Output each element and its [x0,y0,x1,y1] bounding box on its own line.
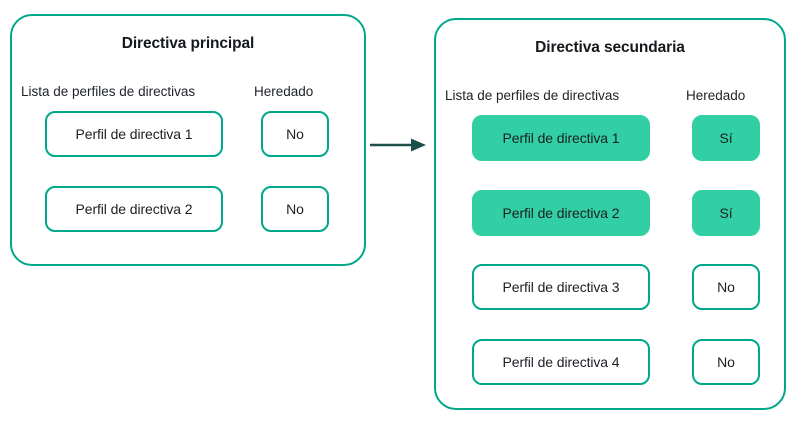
policy-profile-box[interactable]: Perfil de directiva 4 [472,339,650,385]
inheritance-arrow-icon [370,138,426,152]
table-row: Perfil de directiva 3 No [436,264,784,310]
column-header-profiles: Lista de perfiles de directivas [21,84,196,99]
column-header-inherited: Heredado [686,88,746,103]
policy-profile-box[interactable]: Perfil de directiva 2 [472,190,650,236]
inherited-status-box[interactable]: Sí [692,190,760,236]
table-row: Perfil de directiva 1 No [12,111,364,157]
inherited-status-box[interactable]: No [261,111,329,157]
panel-primary-policy: Directiva principal Lista de perfiles de… [10,14,366,266]
inherited-status-box[interactable]: Sí [692,115,760,161]
panel-secondary-title: Directiva secundaria [535,39,685,56]
column-header-profiles: Lista de perfiles de directivas [445,88,620,103]
table-row: Perfil de directiva 2 Sí [436,190,784,236]
inherited-status-box[interactable]: No [261,186,329,232]
column-header-inherited: Heredado [254,84,314,99]
policy-profile-box[interactable]: Perfil de directiva 3 [472,264,650,310]
policy-profile-box[interactable]: Perfil de directiva 1 [472,115,650,161]
table-row: Perfil de directiva 2 No [12,186,364,232]
table-row: Perfil de directiva 1 Sí [436,115,784,161]
panel-primary-title: Directiva principal [121,35,255,52]
policy-profile-box[interactable]: Perfil de directiva 2 [45,186,223,232]
inherited-status-box[interactable]: No [692,339,760,385]
inherited-status-box[interactable]: No [692,264,760,310]
panel-secondary-policy: Directiva secundaria Lista de perfiles d… [434,18,786,410]
policy-profile-box[interactable]: Perfil de directiva 1 [45,111,223,157]
table-row: Perfil de directiva 4 No [436,339,784,385]
